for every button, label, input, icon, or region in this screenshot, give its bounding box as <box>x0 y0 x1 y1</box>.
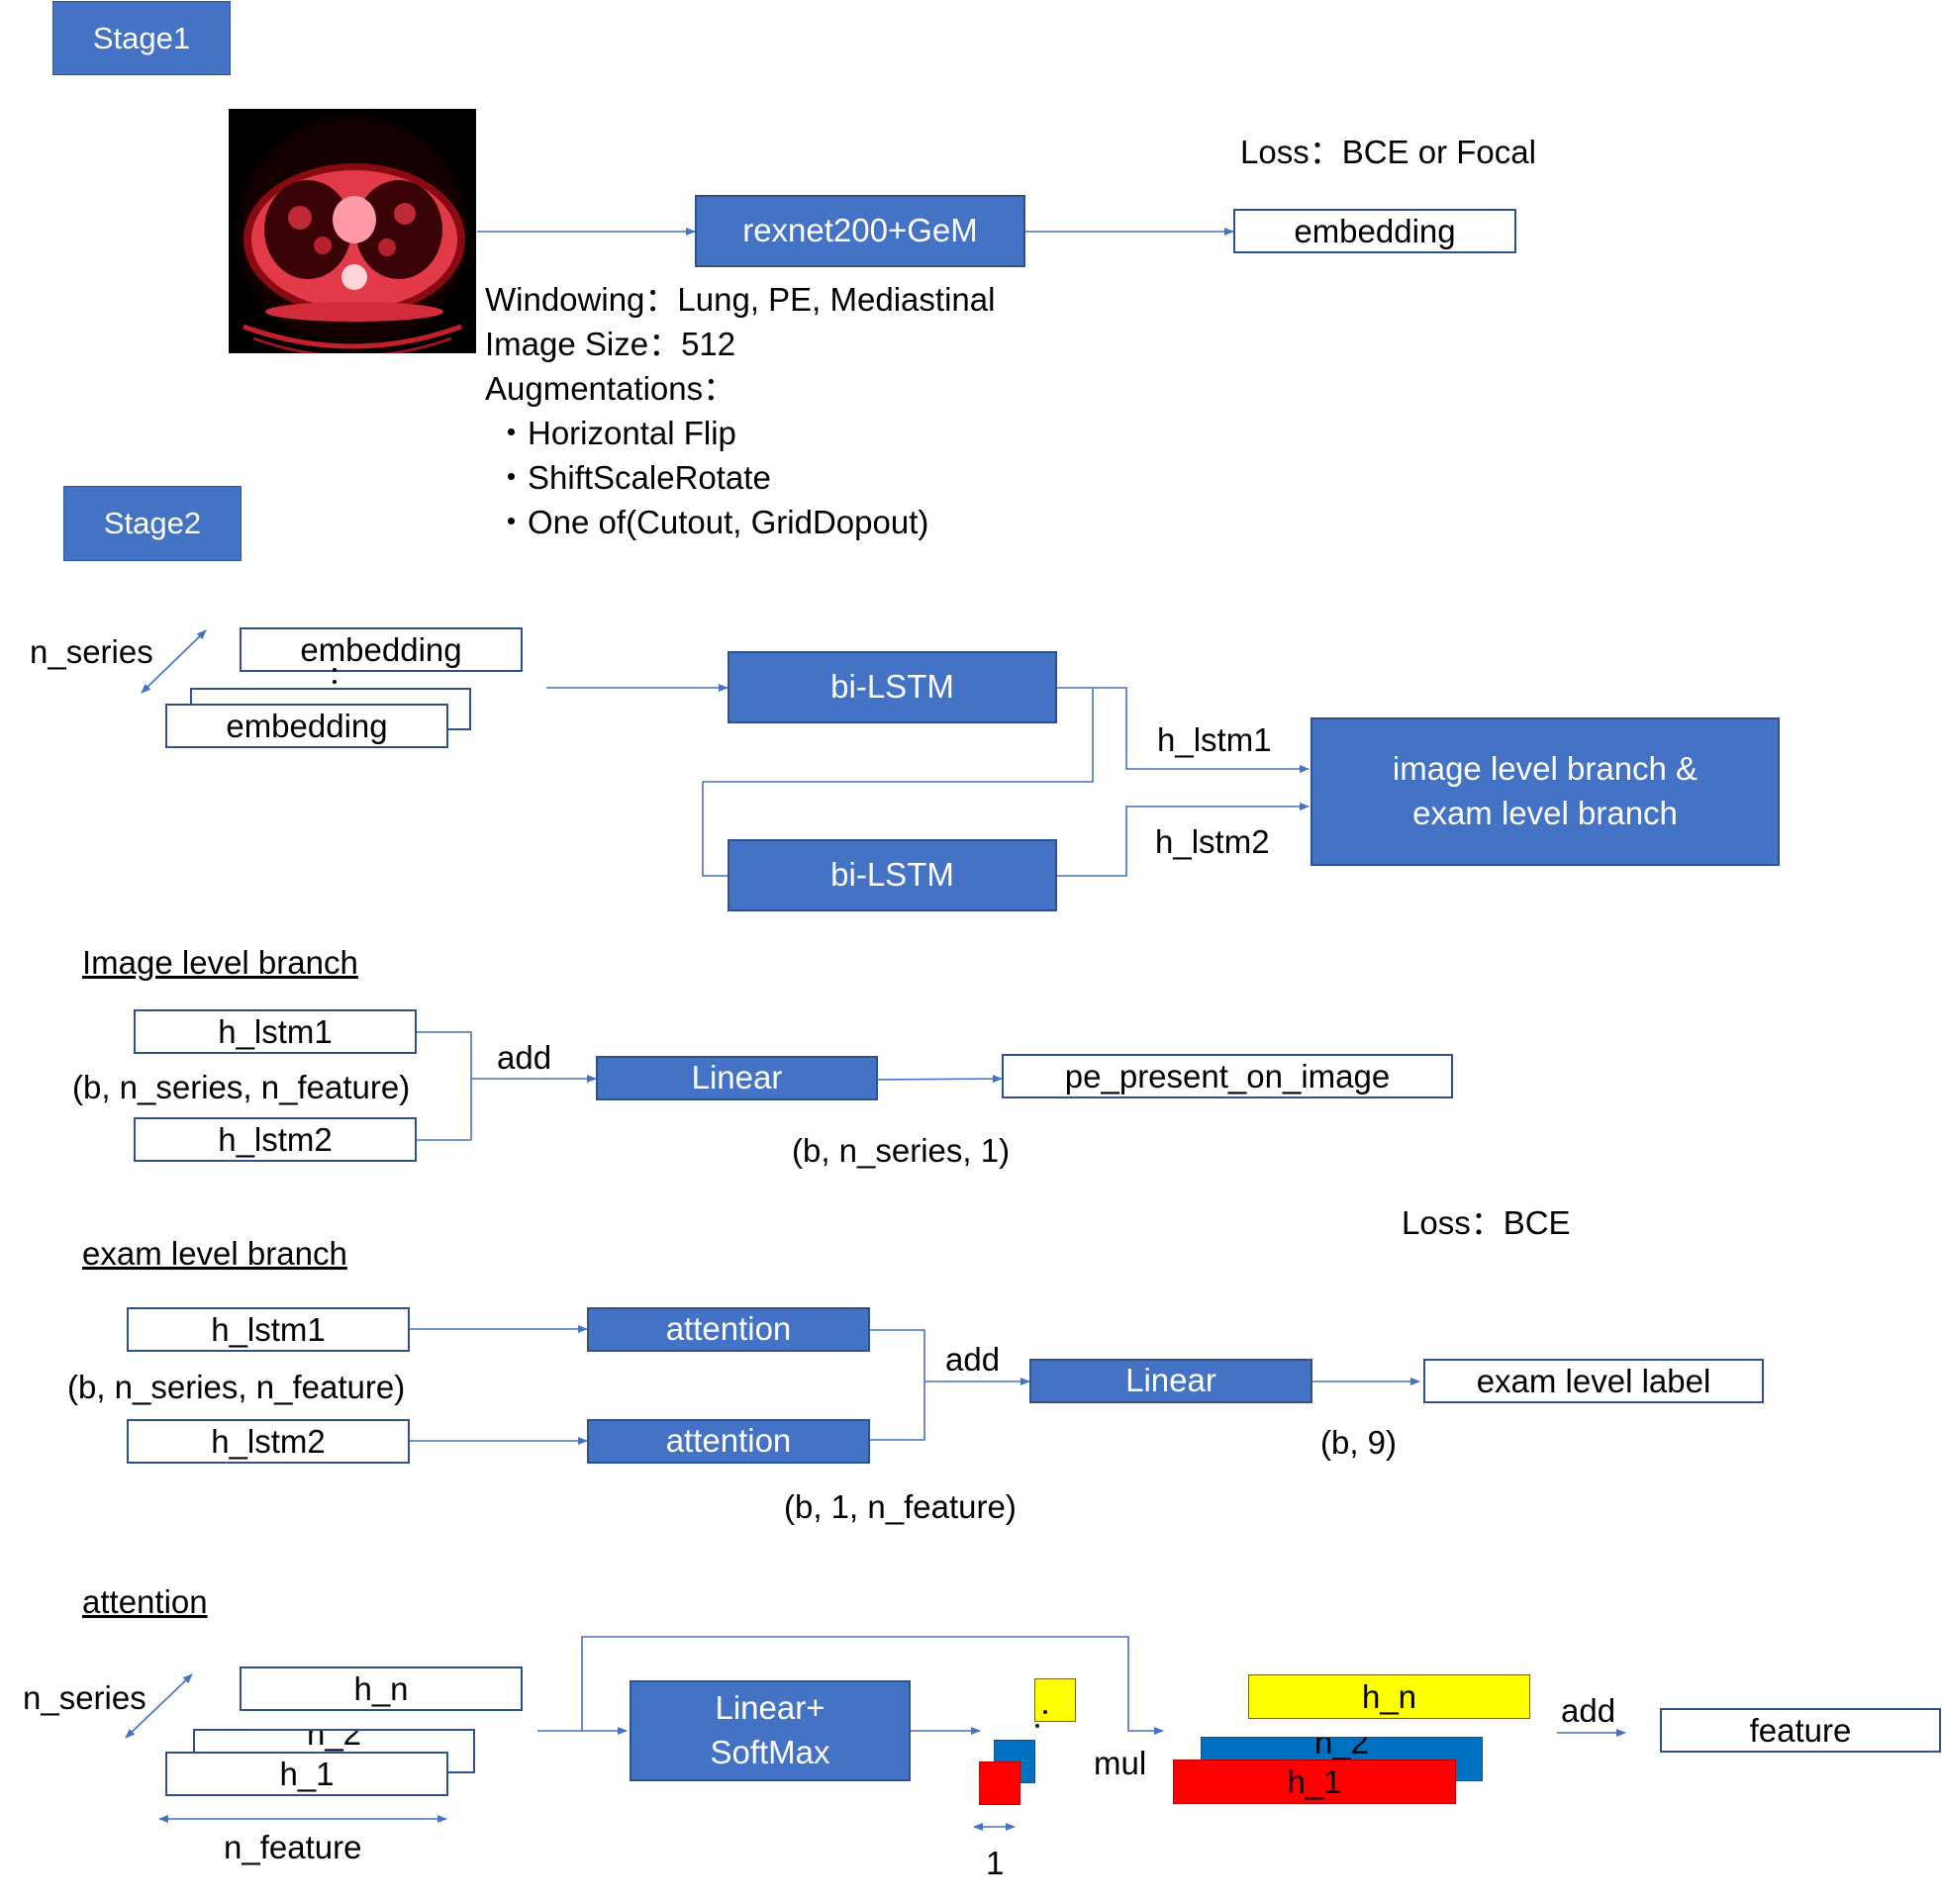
exam-branch-linear: Linear <box>1029 1359 1312 1403</box>
attention-n-series-label: n_series <box>23 1679 146 1716</box>
linear-softmax-line2: SoftMax <box>710 1734 830 1770</box>
attention-box-1: attention <box>587 1307 870 1352</box>
branch-box-line2: exam level branch <box>1412 795 1678 831</box>
n-series-label: n_series <box>30 633 153 670</box>
exam-branch-h-lstm1: h_lstm1 <box>127 1307 410 1352</box>
one-label: 1 <box>986 1845 1005 1881</box>
exam-branch-shape: (b, n_series, n_feature) <box>67 1369 406 1405</box>
linear-softmax-line1: Linear+ <box>715 1689 825 1727</box>
feature-output-box: feature <box>1660 1708 1941 1753</box>
h-lstm1-wire-label: h_lstm1 <box>1157 721 1272 758</box>
wire-bilstm2-to-branch <box>1057 803 1310 877</box>
branch-box-line1: image level branch & <box>1392 750 1699 788</box>
image-branch-h-lstm2: h_lstm2 <box>134 1117 417 1162</box>
exam-branch-title: exam level branch <box>82 1235 347 1272</box>
arrow-linear-to-output <box>877 1075 1003 1084</box>
wire-h1-merge <box>417 1031 472 1140</box>
n-feature-label: n_feature <box>224 1829 362 1865</box>
ct-scan-illustration <box>232 111 473 353</box>
aug-shiftscalerotate: ・ShiftScaleRotate <box>495 459 771 496</box>
aug-horizontal-flip: ・Horizontal Flip <box>495 415 736 451</box>
stage1-label: Stage1 <box>52 1 231 75</box>
exam-level-label-output: exam level label <box>1423 1359 1764 1403</box>
wire-bilstm1-to-bilstm2 <box>702 688 1094 877</box>
embedding-stack-front: embedding <box>240 627 523 672</box>
stage2-label: Stage2 <box>63 486 242 561</box>
setting-windowing: Windowing：Lung, PE, Mediastinal <box>485 281 996 318</box>
attention-add-label: add <box>1561 1692 1616 1729</box>
attention-h-2-label: h_2 <box>306 1729 362 1752</box>
model-box: rexnet200+GeM <box>695 195 1025 267</box>
weighted-h-n-bar: h_n <box>1248 1674 1530 1719</box>
exam-branch-h-lstm2: h_lstm2 <box>127 1419 410 1464</box>
attention-h-1-box: h_1 <box>165 1752 448 1796</box>
aug-one-of: ・One of(Cutout, GridDopout) <box>495 504 929 540</box>
attention-title: attention <box>82 1583 208 1620</box>
weight-stack-dots <box>1035 1710 1047 1736</box>
exam-branch-add-label: add <box>945 1341 1001 1378</box>
attention-box-2: attention <box>587 1419 870 1464</box>
image-branch-loss: Loss：BCE <box>1402 1204 1571 1241</box>
branch-box: image level branch & exam level branch <box>1311 717 1780 866</box>
mul-label: mul <box>1094 1745 1147 1781</box>
image-branch-add-label: add <box>497 1039 552 1076</box>
image-branch-output-shape: (b, n_series, 1) <box>792 1132 1011 1169</box>
n-series-diagonal-arrow <box>141 629 207 694</box>
wire-bilstm1-to-branch <box>1057 687 1310 773</box>
weighted-h-1-bar: h_1 <box>1173 1760 1456 1804</box>
ct-scan-image <box>229 109 476 353</box>
weighted-h-2-label: h_2 <box>1313 1737 1370 1761</box>
pe-present-on-image-output: pe_present_on_image <box>1002 1054 1453 1098</box>
h-lstm2-wire-label: h_lstm2 <box>1155 823 1270 860</box>
linear-softmax-box: Linear+ SoftMax <box>630 1680 911 1781</box>
attention-output-shape: (b, 1, n_feature) <box>784 1488 1017 1525</box>
setting-image-size: Image Size：512 <box>485 326 736 362</box>
stack-ellipsis-dots <box>333 668 337 686</box>
image-branch-shape: (b, n_series, n_feature) <box>72 1069 411 1105</box>
wire-skip-to-mul <box>581 1636 1164 1735</box>
image-branch-title: Image level branch <box>82 944 358 981</box>
stage1-embedding-output: embedding <box>1233 209 1516 253</box>
embedding-stack-back: embedding <box>165 704 448 748</box>
weight-block-1 <box>979 1761 1020 1805</box>
setting-augmentations: Augmentations： <box>485 370 736 407</box>
wire-attention-merge <box>870 1329 925 1441</box>
image-branch-linear: Linear <box>596 1056 878 1100</box>
weight-block-n <box>1034 1678 1076 1722</box>
stage1-loss-label: Loss：BCE or Focal <box>1240 134 1536 170</box>
image-branch-h-lstm1: h_lstm1 <box>134 1009 417 1054</box>
bilstm-box-1: bi-LSTM <box>728 651 1057 723</box>
exam-branch-output-shape: (b, 9) <box>1320 1424 1398 1461</box>
attention-h-n-box: h_n <box>240 1666 523 1711</box>
n-series-diagonal-arrow-attn <box>125 1673 193 1739</box>
bilstm-box-2: bi-LSTM <box>728 839 1057 911</box>
